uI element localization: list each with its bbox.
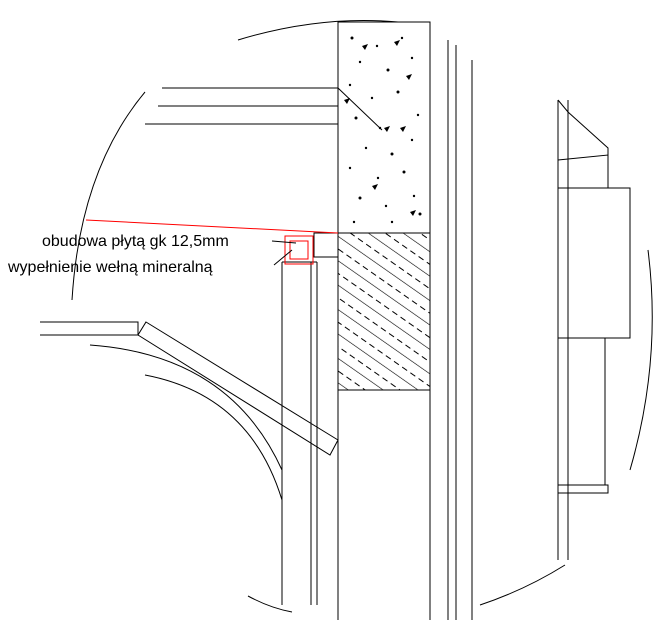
- detail-circle-arc-top: [237, 19, 399, 41]
- annotation-casing-label: obudowa płytą gk 12,5mm: [42, 233, 229, 250]
- enclosure-box: [313, 232, 339, 258]
- red-highlight-box-outer: [284, 235, 314, 265]
- red-slope-line: [85, 219, 339, 234]
- concrete-stipple: [344, 36, 422, 224]
- detail-circle-arc-bottom-left: [247, 595, 293, 613]
- leader-line-1: [271, 240, 297, 244]
- leader-line-3: [337, 87, 383, 131]
- detail-circle-arc-bottom-right: [479, 564, 566, 606]
- concrete-slab: [337, 21, 431, 234]
- right-profile-shelf: [557, 154, 609, 188]
- curve-inner: [144, 374, 283, 501]
- right-profile-box: [557, 187, 631, 339]
- leader-line-2: [273, 249, 293, 266]
- detail-circle-arc-right: [629, 249, 653, 471]
- curve-large: [89, 344, 283, 471]
- sloped-element-inner: [137, 321, 339, 456]
- annotation-insulation-label: wypełnienie wełną mineralną: [7, 259, 213, 276]
- detail-circle-arc-left: [71, 91, 146, 301]
- right-profile-clip: [557, 484, 609, 494]
- hatched-wall-block: [337, 232, 431, 391]
- sloped-element-outer: [40, 321, 139, 336]
- red-highlight-box-inner: [289, 240, 309, 260]
- right-profile-bracket: [557, 99, 609, 155]
